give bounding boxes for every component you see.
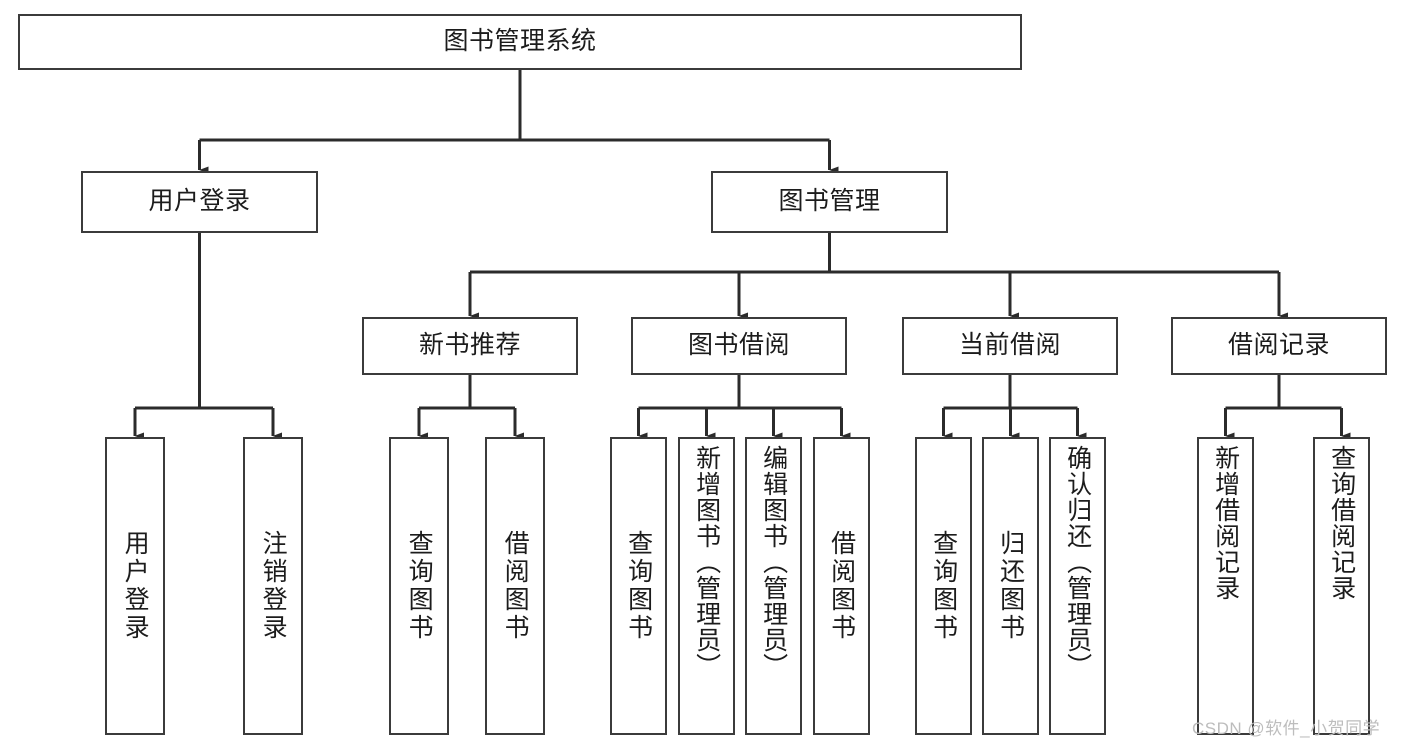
node-label-leaf-bb-edit: 编辑图书（管理员） [759,445,788,679]
node-leaf-bb-edit[interactable]: 编辑图书（管理员） [745,437,802,735]
node-label-leaf-cb-query: 查询图书 [929,530,958,642]
node-label-borrow-record: 借阅记录 [1227,331,1330,360]
node-leaf-cb-return[interactable]: 归还图书 [982,437,1039,735]
node-current-borrow[interactable]: 当前借阅 [902,317,1118,375]
node-leaf-br-add[interactable]: 新增借阅记录 [1197,437,1254,735]
node-label-user-login: 用户登录 [148,187,251,216]
node-label-leaf-cb-confirm: 确认归还（管理员） [1063,445,1092,679]
node-leaf-user-login[interactable]: 用户登录 [105,437,165,735]
node-book-borrow[interactable]: 图书借阅 [631,317,847,375]
node-borrow-record[interactable]: 借阅记录 [1171,317,1387,375]
node-label-book-borrow: 图书借阅 [687,331,790,360]
node-new-book-rec[interactable]: 新书推荐 [362,317,578,375]
node-root[interactable]: 图书管理系统 [18,14,1022,70]
node-book-manage[interactable]: 图书管理 [711,171,948,233]
node-label-leaf-user-login: 用户登录 [121,530,150,642]
node-label-new-book-rec: 新书推荐 [418,331,521,360]
node-label-current-borrow: 当前借阅 [958,331,1061,360]
node-leaf-cb-query[interactable]: 查询图书 [915,437,972,735]
node-leaf-rec-borrow[interactable]: 借阅图书 [485,437,545,735]
node-leaf-bb-borrow[interactable]: 借阅图书 [813,437,870,735]
node-leaf-cb-confirm[interactable]: 确认归还（管理员） [1049,437,1106,735]
node-label-leaf-bb-query: 查询图书 [624,530,653,642]
node-leaf-br-query[interactable]: 查询借阅记录 [1313,437,1370,735]
node-label-leaf-br-query: 查询借阅记录 [1327,445,1356,601]
connector-paths [133,70,1351,440]
node-label-leaf-rec-borrow: 借阅图书 [501,530,530,642]
node-label-leaf-br-add: 新增借阅记录 [1211,445,1240,601]
node-label-root: 图书管理系统 [443,27,597,56]
node-label-leaf-cb-return: 归还图书 [996,530,1025,642]
node-leaf-bb-query[interactable]: 查询图书 [610,437,667,735]
node-label-leaf-bb-add: 新增图书（管理员） [692,445,721,679]
node-label-leaf-user-logout: 注销登录 [259,530,288,642]
node-leaf-bb-add[interactable]: 新增图书（管理员） [678,437,735,735]
node-label-leaf-rec-query: 查询图书 [405,530,434,642]
node-label-book-manage: 图书管理 [778,187,881,216]
node-leaf-rec-query[interactable]: 查询图书 [389,437,449,735]
node-leaf-user-logout[interactable]: 注销登录 [243,437,303,735]
node-label-leaf-bb-borrow: 借阅图书 [827,530,856,642]
node-user-login[interactable]: 用户登录 [81,171,318,233]
